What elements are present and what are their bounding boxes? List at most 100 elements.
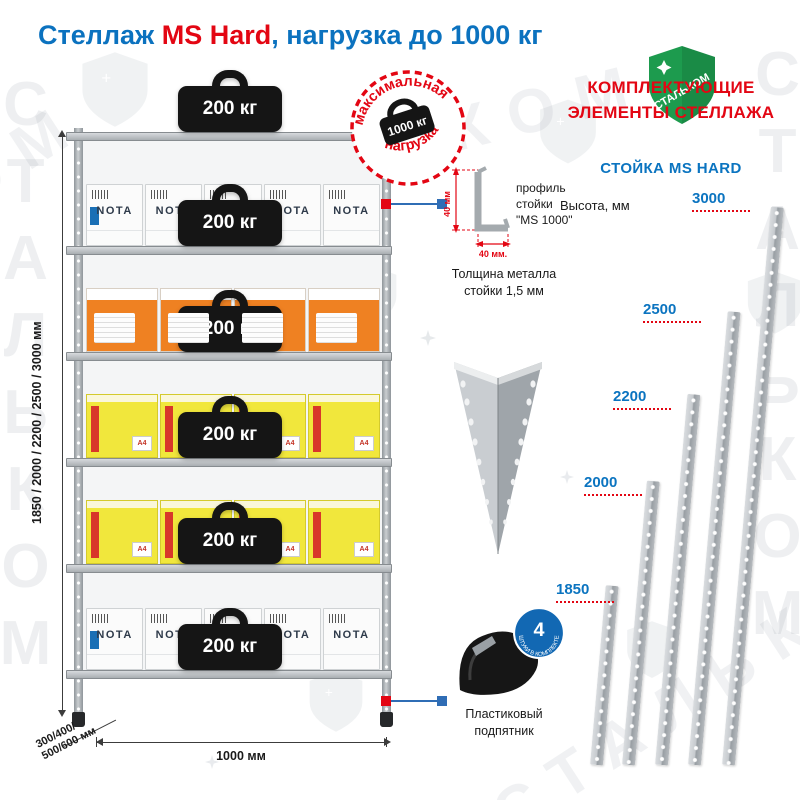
- paper-box-white: NOTA: [322, 608, 381, 670]
- box-brand: NOTA: [274, 205, 311, 217]
- box-label: [94, 313, 135, 343]
- barcode-icon: [328, 190, 345, 199]
- weight-handle: [212, 290, 248, 306]
- weight-handle: [212, 502, 248, 518]
- components-heading-line2: ЭЛЕМЕНТЫ СТЕЛЛАЖА: [567, 102, 775, 122]
- arrow-down-icon: [58, 710, 66, 721]
- profile-label-line3: "MS 1000": [516, 213, 573, 228]
- barcode-icon: [269, 190, 286, 199]
- rack-shelf: [66, 458, 392, 467]
- box-a4-label: A4: [132, 436, 152, 451]
- weight-handle: [212, 70, 248, 86]
- connector-line: [391, 203, 439, 205]
- max-load-badge: максимальная нагрузка 1000 кг: [327, 47, 488, 208]
- height-dimension-label: 1850 / 2000 / 2200 / 2500 / 3000 мм: [30, 321, 44, 525]
- post-section-heading: СТОЙКА MS HARD: [600, 160, 742, 177]
- weight-handle: [212, 608, 248, 624]
- profile-dim-vertical: 40 мм: [444, 191, 452, 217]
- barcode-icon: [92, 190, 108, 199]
- paper-box-white: NOTA: [145, 608, 203, 670]
- paper-box-yellow: A4: [308, 394, 380, 458]
- box-stripe: [313, 406, 321, 452]
- post-1850: [590, 585, 619, 766]
- box-tag: [90, 207, 99, 225]
- paper-box-orange: [308, 288, 380, 352]
- box-a4-label: A4: [280, 436, 300, 451]
- box-brand: NOTA: [96, 629, 133, 641]
- rack-shelf: [66, 564, 392, 573]
- box-a4-label: A4: [280, 542, 300, 557]
- dimension-tick: [96, 737, 97, 747]
- box-a4-label: A4: [132, 542, 152, 557]
- shelf-load-weight-icon: 200 кг: [178, 396, 282, 458]
- shelf-load-label: 200 кг: [178, 412, 282, 458]
- components-heading: КОМПЛЕКТУЮЩИЕ ЭЛЕМЕНТЫ СТЕЛЛАЖА: [552, 76, 790, 125]
- post-label-2500: 2500: [643, 301, 701, 323]
- box-brand: NOTA: [333, 629, 370, 641]
- svg-text:+: +: [101, 69, 111, 88]
- foot-count-label: 4: [534, 619, 545, 641]
- paper-box-white: NOTA: [322, 184, 381, 246]
- foot-label-line1: Пластиковый: [465, 707, 543, 721]
- box-tag: [90, 631, 99, 649]
- box-stripe: [165, 406, 173, 452]
- paper-box-white: NOTA: [86, 184, 144, 246]
- post-2000: [622, 480, 660, 766]
- post-label-3000: 3000: [692, 190, 750, 212]
- shelf-load-label: 200 кг: [178, 200, 282, 246]
- box-label: [242, 313, 283, 343]
- box-a4-label: A4: [354, 542, 374, 557]
- page-title: Стеллаж MS Hard, нагрузка до 1000 кг: [38, 20, 543, 51]
- post-label-2000: 2000: [584, 474, 642, 496]
- thickness-note: Толщина металла стойки 1,5 мм: [424, 266, 584, 300]
- connector-marker-blue: [437, 696, 447, 706]
- rack-right-post: [382, 128, 391, 716]
- box-brand: NOTA: [96, 205, 133, 217]
- components-heading-line1: КОМПЛЕКТУЮЩИЕ: [587, 78, 755, 97]
- rack-foot: [72, 712, 85, 727]
- shelf-load-weight-icon: 200 кг: [178, 184, 282, 246]
- angle-post-image: [454, 362, 542, 554]
- post-label-1850: 1850: [556, 581, 614, 603]
- shelf-load-label: 200 кг: [178, 518, 282, 564]
- thickness-line1: Толщина металла: [451, 267, 557, 281]
- profile-label: профиль стойки "MS 1000": [516, 180, 573, 229]
- width-dimension-label: 1000 мм: [216, 749, 266, 763]
- foot-label-line2: подпятник: [474, 723, 534, 738]
- svg-text:+: +: [325, 685, 333, 700]
- connector-line: [391, 700, 439, 702]
- title-part3: , нагрузка до 1000 кг: [271, 20, 543, 50]
- arrow-up-icon: [58, 126, 66, 137]
- profile-label-line2: стойки: [516, 197, 553, 212]
- thickness-line2: стойки 1,5 мм: [464, 283, 544, 298]
- box-label: [168, 313, 209, 343]
- height-units-label: Высота, мм: [560, 198, 630, 213]
- plastic-foot-label: Пластиковый подпятник: [424, 706, 584, 740]
- barcode-icon: [92, 614, 108, 623]
- profile-label-line1: профиль: [516, 181, 566, 195]
- connector-marker-red: [381, 199, 391, 209]
- box-stripe: [165, 512, 173, 558]
- box-stripe: [91, 406, 99, 452]
- shelf-load-label: 200 кг: [178, 86, 282, 132]
- weight-handle: [212, 184, 248, 200]
- box-label: [316, 313, 357, 343]
- rack-shelf: [66, 352, 392, 361]
- arrow-right-icon: [384, 738, 395, 746]
- barcode-icon: [269, 614, 286, 623]
- depth-dimension-label: 300/400/ 500/600 мм: [34, 713, 99, 763]
- paper-box-yellow: A4: [86, 394, 158, 458]
- dimension-tick: [386, 737, 387, 747]
- connector-marker-blue: [437, 199, 447, 209]
- height-dimension-line: [62, 132, 63, 712]
- box-a4-label: A4: [354, 436, 374, 451]
- barcode-icon: [151, 190, 168, 199]
- rack-shelf: [66, 670, 392, 679]
- post-label-2200: 2200: [613, 388, 671, 410]
- paper-box-yellow: A4: [86, 500, 158, 564]
- rack-shelf: [66, 246, 392, 255]
- title-part1: Стеллаж: [38, 20, 162, 50]
- shelf-load-weight-icon: 200 кг: [178, 608, 282, 670]
- post-profile-diagram: 40 мм 40 мм.: [444, 166, 511, 259]
